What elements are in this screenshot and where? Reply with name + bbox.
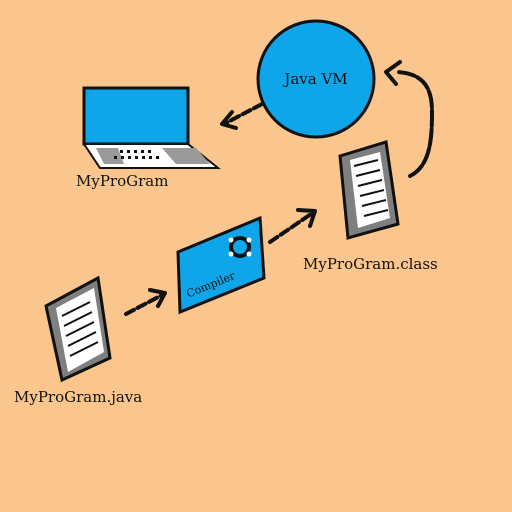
jvm-label: Java VM <box>282 70 347 88</box>
arrow-jvm-to-program <box>220 102 264 130</box>
source-file-label: MyProGram.java <box>14 388 143 406</box>
class-file-label: MyProGram.class <box>303 255 438 273</box>
laptop-icon <box>82 86 221 169</box>
compiler-node: Compiler <box>176 215 266 315</box>
source-document-icon <box>44 275 112 383</box>
arrow-source-to-compiler <box>124 288 167 316</box>
arrow-class-to-jvm <box>384 60 434 178</box>
gear-icon <box>228 236 252 258</box>
program-label: MyProGram <box>76 172 169 190</box>
jvm-node: Java VM <box>256 19 376 139</box>
arrow-compiler-to-class <box>268 208 317 244</box>
class-document-icon <box>338 140 400 240</box>
